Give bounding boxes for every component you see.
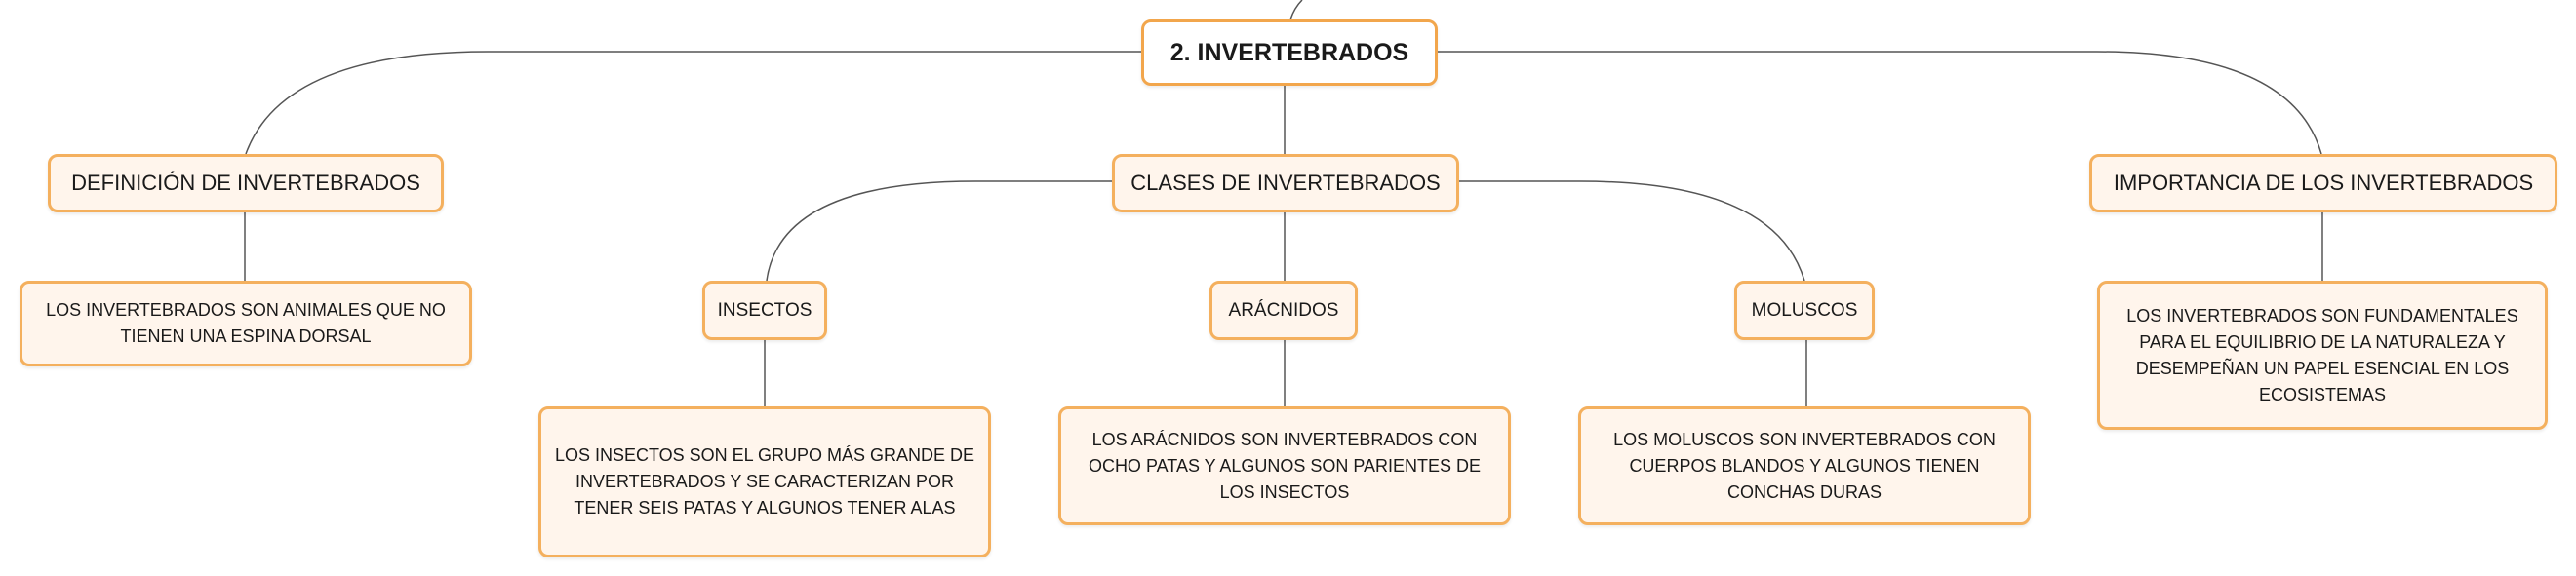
definicion-node-label: DEFINICIÓN DE INVERTEBRADOS [71, 171, 420, 195]
importancia-detail-text: LOS INVERTEBRADOS SON FUNDAMENTALES PARA… [2126, 305, 2518, 404]
moluscos-detail-text: LOS MOLUSCOS SON INVERTEBRADOS CON CUERP… [1613, 429, 1996, 502]
connector-parent-root [1289, 0, 1303, 20]
insectos-node[interactable]: INSECTOS [702, 281, 827, 340]
aracnidos-node-label: ARÁCNIDOS [1228, 299, 1339, 321]
clases-node[interactable]: CLASES DE INVERTEBRADOS [1112, 154, 1459, 212]
aracnidos-detail-node[interactable]: LOS ARÁCNIDOS SON INVERTEBRADOS CON OCHO… [1058, 406, 1511, 525]
definicion-detail-text: LOS INVERTEBRADOS SON ANIMALES QUE NO TI… [46, 300, 446, 346]
definicion-node[interactable]: DEFINICIÓN DE INVERTEBRADOS [48, 154, 444, 212]
root-node-label: 2. INVERTEBRADOS [1169, 38, 1409, 66]
insectos-detail-text: LOS INSECTOS SON EL GRUPO MÁS GRANDE DE … [554, 445, 975, 518]
importancia-node[interactable]: IMPORTANCIA DE LOS INVERTEBRADOS [2089, 154, 2557, 212]
connector-root-definicion [245, 51, 1141, 155]
importancia-detail-node[interactable]: LOS INVERTEBRADOS SON FUNDAMENTALES PARA… [2097, 281, 2548, 430]
moluscos-node-label: MOLUSCOS [1751, 299, 1858, 321]
connector-clases-insectos [766, 180, 1112, 282]
insectos-node-label: INSECTOS [717, 299, 812, 321]
importancia-node-label: IMPORTANCIA DE LOS INVERTEBRADOS [2113, 171, 2534, 195]
connector-clases-moluscos [1457, 180, 1805, 282]
connector-root-importancia [1436, 51, 2322, 155]
insectos-detail-node[interactable]: LOS INSECTOS SON EL GRUPO MÁS GRANDE DE … [538, 406, 991, 557]
moluscos-node[interactable]: MOLUSCOS [1734, 281, 1875, 340]
definicion-detail-node[interactable]: LOS INVERTEBRADOS SON ANIMALES QUE NO TI… [20, 281, 472, 366]
root-node[interactable]: 2. INVERTEBRADOS [1141, 19, 1438, 86]
aracnidos-node[interactable]: ARÁCNIDOS [1209, 281, 1358, 340]
clases-node-label: CLASES DE INVERTEBRADOS [1130, 171, 1441, 195]
aracnidos-detail-text: LOS ARÁCNIDOS SON INVERTEBRADOS CON OCHO… [1088, 429, 1482, 502]
moluscos-detail-node[interactable]: LOS MOLUSCOS SON INVERTEBRADOS CON CUERP… [1578, 406, 2031, 525]
